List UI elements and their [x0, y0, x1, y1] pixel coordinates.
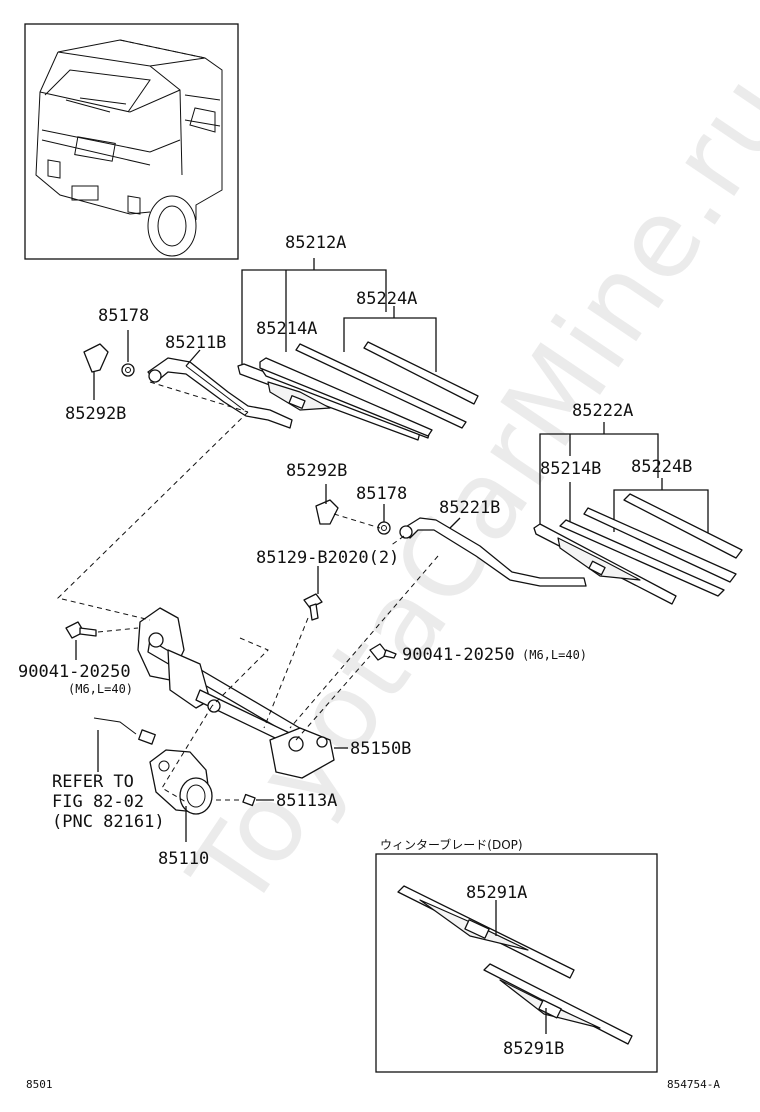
label-85222a: 85222A — [572, 401, 634, 421]
label-85214b: 85214B — [540, 459, 602, 479]
wiper-motor-85110 — [138, 729, 213, 815]
bolt-85129 — [303, 593, 323, 621]
refill-85224b-1 — [583, 507, 737, 583]
label-85211b: 85211B — [165, 333, 227, 353]
wiper-arm-85221b — [399, 517, 587, 587]
label-85214a: 85214A — [256, 319, 318, 339]
label-85150b: 85150B — [350, 739, 412, 759]
footer-right-code: 854754-A — [667, 1078, 720, 1091]
refer-line-1: REFER TO — [52, 772, 134, 792]
footer-left-code: 8501 — [26, 1078, 53, 1091]
leaders-85222A — [539, 422, 709, 534]
wiper-blade-85212a — [237, 363, 431, 441]
cap-85292b-mid — [315, 499, 339, 525]
vehicle-inset — [24, 23, 239, 260]
nut-85113a — [242, 793, 256, 807]
winter-blade-box — [375, 853, 658, 1073]
label-85178-top: 85178 — [98, 306, 150, 326]
label-85221b: 85221B — [439, 498, 501, 518]
leader-85211b — [185, 349, 201, 367]
label-85224b: 85224B — [631, 457, 693, 477]
label-85224a: 85224A — [356, 289, 418, 309]
refer-line-3: (PNC 82161) — [52, 812, 165, 832]
nut-85178-top — [121, 363, 135, 377]
bolt-90041-left — [65, 621, 97, 639]
label-85292b-mid: 85292B — [286, 461, 348, 481]
cap-85292b-top — [83, 343, 109, 373]
refill-85224b-2 — [623, 493, 743, 559]
blade-rubber-85214b — [559, 519, 725, 597]
label-90041-right: 90041-20250 — [402, 645, 515, 665]
assembly-dashed-lines — [57, 381, 439, 803]
wiper-blade-85222a — [533, 523, 677, 605]
label-85113a: 85113A — [276, 791, 338, 811]
winter-blade-title: ウィンターブレード(DOP) — [380, 838, 523, 852]
label-85291a: 85291A — [466, 883, 528, 903]
leader-85221b — [449, 517, 461, 529]
label-85292b-top: 85292B — [65, 404, 127, 424]
label-85129: 85129-B2020(2) — [256, 548, 400, 568]
label-85291b: 85291B — [503, 1039, 565, 1059]
refer-line-2: FIG 82-02 — [52, 792, 145, 812]
refill-85224a-1 — [295, 343, 467, 429]
wire-harness — [93, 717, 137, 735]
label-90041-left-spec: (M6,L=40) — [68, 682, 134, 696]
leaders-85212A — [241, 258, 437, 372]
label-90041-right-spec: (M6,L=40) — [522, 648, 588, 662]
label-85212a: 85212A — [285, 233, 347, 253]
wiper-link-85150b — [137, 607, 335, 779]
label-85178-mid: 85178 — [356, 484, 408, 504]
wiper-arm-85211b — [147, 357, 293, 429]
label-90041-left: 90041-20250 — [18, 662, 131, 682]
label-85110: 85110 — [158, 849, 210, 869]
blade-rubber-85214a — [259, 357, 433, 437]
refill-85224a-2 — [363, 341, 479, 405]
bolt-90041-right — [369, 643, 397, 661]
